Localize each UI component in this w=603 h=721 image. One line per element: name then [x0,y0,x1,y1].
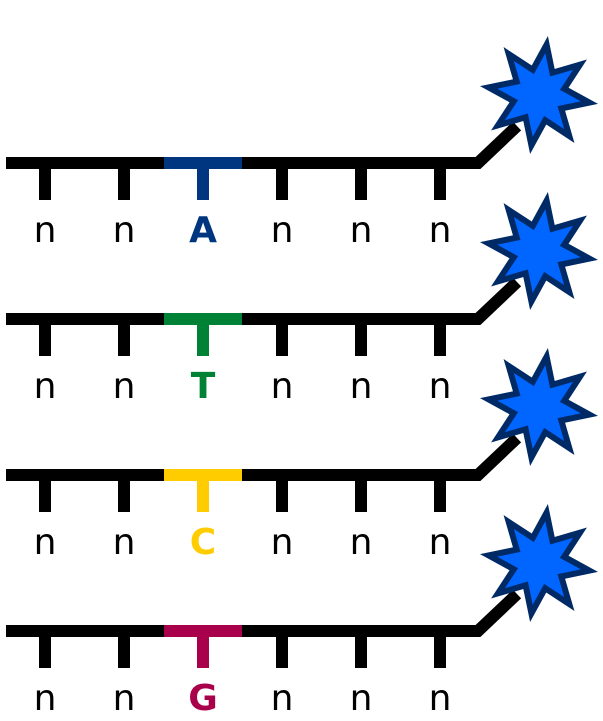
highlighted-base-label: T [191,366,216,407]
base-label: n [350,678,373,719]
base-tick [355,163,367,200]
backbone [6,433,522,481]
base-label: n [34,210,57,251]
base-label: n [113,366,136,407]
star-burst-icon [480,192,598,310]
base-tick [276,475,288,512]
base-label: n [350,522,373,563]
base-tick [197,319,209,356]
base-tick [276,631,288,668]
base-tick [434,475,446,512]
base-label: n [271,210,294,251]
base-label: n [34,522,57,563]
base-tick [39,319,51,356]
base-tick [355,475,367,512]
star-burst-icon [480,504,598,622]
base-tick [276,319,288,356]
base-tick [197,475,209,512]
base-tick [276,163,288,200]
base-label: n [429,522,452,563]
base-label: n [34,678,57,719]
base-tick [39,475,51,512]
base-tick [118,475,130,512]
base-label: n [350,210,373,251]
base-label: n [429,210,452,251]
base-label: n [34,366,57,407]
star-burst-icon [480,348,598,466]
base-tick [39,631,51,668]
highlighted-base-label: C [190,522,216,563]
base-label: n [113,522,136,563]
base-label: n [113,210,136,251]
base-tick [197,163,209,200]
base-label: n [429,678,452,719]
base-tick [197,631,209,668]
base-tick [118,319,130,356]
base-label: n [429,366,452,407]
base-label: n [271,678,294,719]
highlighted-base-label: A [189,210,217,251]
base-tick [118,163,130,200]
star-burst-icon [480,36,598,154]
highlighted-base-label: G [188,678,218,719]
base-tick [118,631,130,668]
backbone [6,121,522,169]
backbone [6,589,522,637]
base-label: n [113,678,136,719]
base-tick [39,163,51,200]
base-tick [434,163,446,200]
base-tick [434,319,446,356]
base-label: n [271,522,294,563]
backbone [6,277,522,325]
base-tick [355,319,367,356]
base-label: n [350,366,373,407]
base-tick [434,631,446,668]
base-tick [355,631,367,668]
base-label: n [271,366,294,407]
